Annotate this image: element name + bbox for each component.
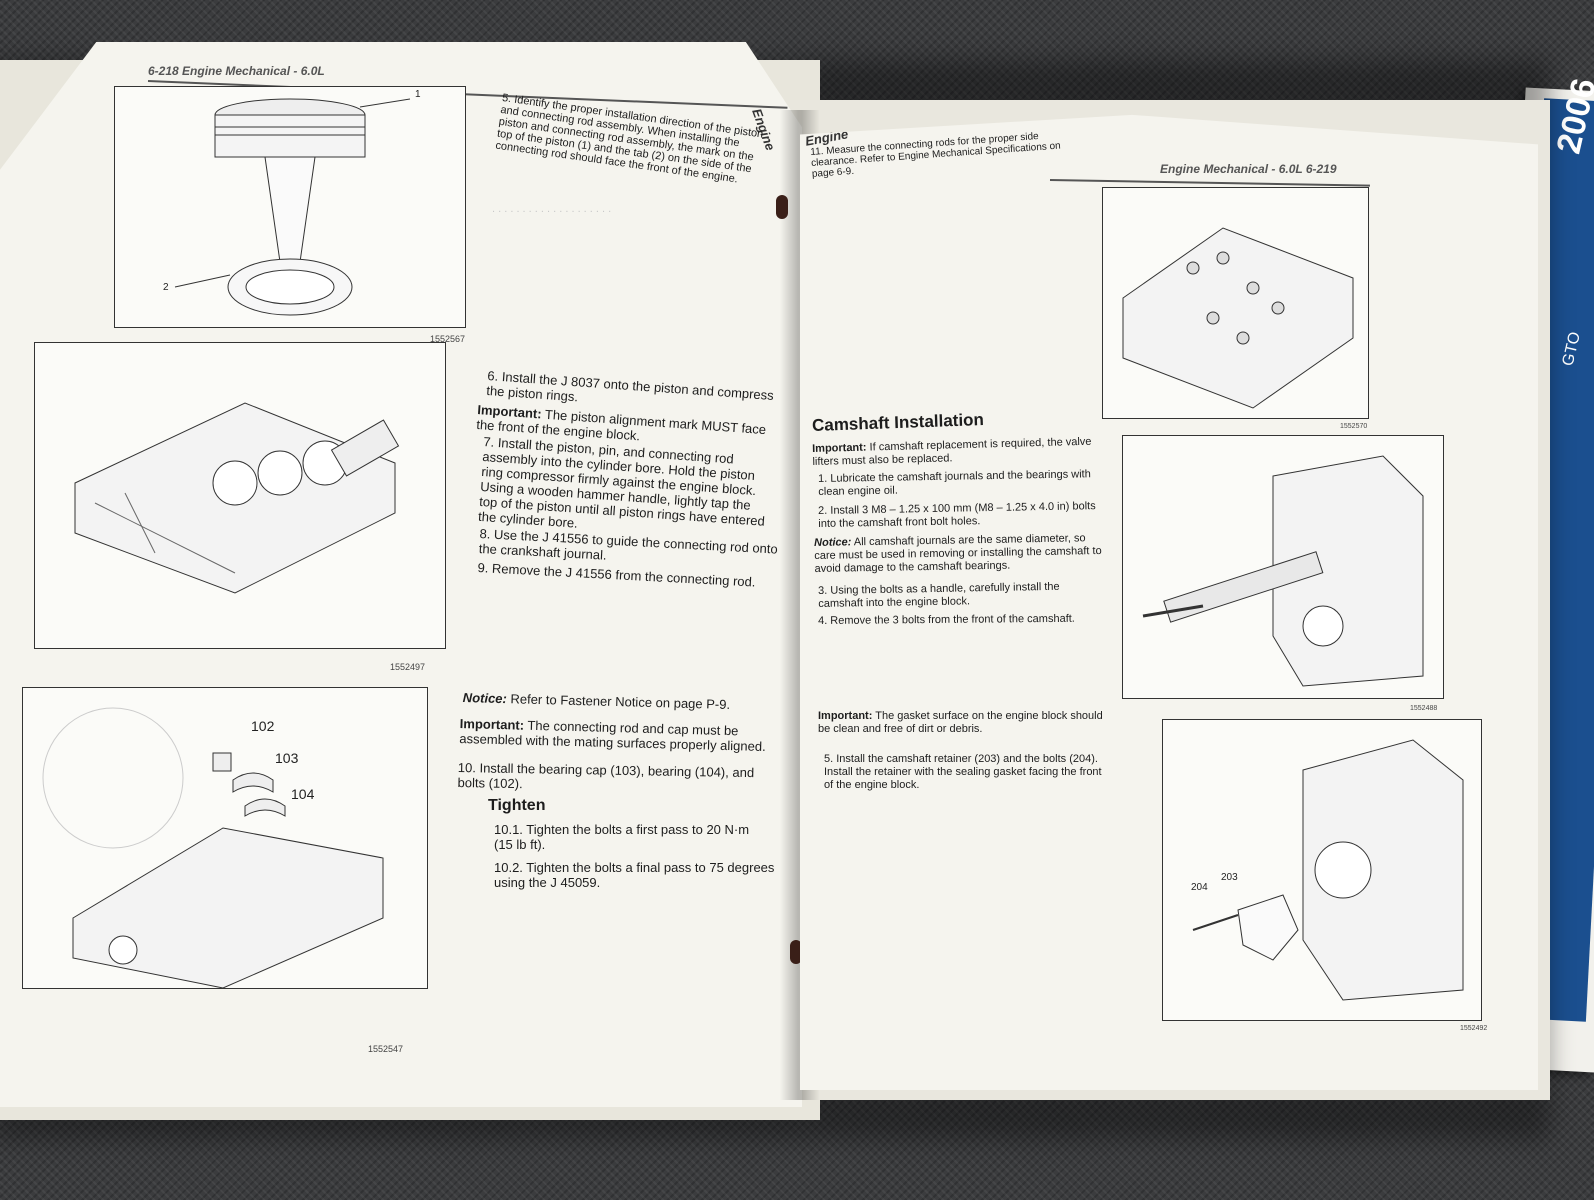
piston-rod-drawing <box>174 98 411 316</box>
right-header-rule <box>1049 179 1370 187</box>
bleed-through-text: . . . . . . . . . . . . . . . . . . . . <box>492 203 612 215</box>
left-page-header: 6-218 Engine Mechanical - 6.0L <box>148 64 325 78</box>
figure-number: 1552570 <box>1340 423 1368 430</box>
callout-104: 104 <box>291 786 315 802</box>
callout-203: 203 <box>1221 872 1238 883</box>
left-page: 6-218 Engine Mechanical - 6.0L Engine 1 … <box>0 42 802 1107</box>
binding-ring-bottom <box>790 940 802 964</box>
camshaft-drawing <box>1142 455 1424 687</box>
figure-piston-rod: 1 2 <box>114 86 466 328</box>
step-11: 11. Measure the connecting rods for the … <box>810 131 1062 180</box>
notice-label: Notice: <box>462 690 508 707</box>
important-gasket-surface: Important: The gasket surface on the eng… <box>818 710 1108 736</box>
step-5: 5. Identify the proper installation dire… <box>494 92 764 186</box>
figure-number: 1552492 <box>1460 1025 1488 1032</box>
figure-lifter-area <box>1102 187 1369 419</box>
cam-step-2: 2. Install 3 M8 – 1.25 x 100 mm (M8 – 1.… <box>818 500 1096 530</box>
crankshaft-drawing <box>42 707 384 989</box>
cam-step-5: 5. Install the camshaft retainer (203) a… <box>824 753 1102 791</box>
cam-step-3: 3. Using the bolts as a handle, carefull… <box>818 580 1060 610</box>
figure-camshaft-install <box>1122 435 1444 699</box>
lifter-valley-drawing <box>1122 227 1354 409</box>
callout-102: 102 <box>251 718 275 734</box>
right-page: Engine Engine Mechanical - 6.0L 6-219 11… <box>800 114 1538 1090</box>
notice-camshaft-journals: Notice: All camshaft journals are the sa… <box>814 532 1105 576</box>
notice-label: Notice: <box>814 536 852 549</box>
booklet-model: GTO <box>1559 330 1584 368</box>
notice-fastener: Notice: Refer to Fastener Notice on page… <box>463 690 763 713</box>
figure-number: 1552547 <box>368 1044 404 1054</box>
callout-2: 2 <box>163 282 169 293</box>
callout-204: 204 <box>1191 882 1208 893</box>
figure-number: 1552488 <box>1410 705 1438 712</box>
important-label: Important: <box>459 716 525 733</box>
important-valve-lifters: Important: If camshaft replacement is re… <box>812 435 1103 469</box>
binding-ring-top <box>776 195 788 219</box>
right-page-header: Engine Mechanical - 6.0L 6-219 <box>1160 162 1337 176</box>
figure-camshaft-retainer: 203 204 <box>1162 719 1482 1021</box>
important-rod-cap: Important: The connecting rod and cap mu… <box>459 716 780 754</box>
figure-bearing-cap: 102 103 104 <box>22 687 428 989</box>
retainer-drawing <box>1192 739 1464 1001</box>
engine-block-drawing <box>74 402 400 594</box>
callout-1: 1 <box>415 89 421 100</box>
tighten-heading: Tighten <box>488 797 546 814</box>
figure-number: 1552567 <box>430 334 466 344</box>
section-title: Camshaft Installation <box>811 410 985 435</box>
important-label: Important: <box>818 710 873 722</box>
cam-step-4: 4. Remove the 3 bolts from the front of … <box>818 612 1075 627</box>
notice-text: Refer to Fastener Notice on page P-9. <box>510 691 731 712</box>
figure-piston-install <box>34 342 446 649</box>
notice-text: All camshaft journals are the same diame… <box>814 532 1102 575</box>
important-text: The gasket surface on the engine block s… <box>818 710 1103 735</box>
cam-step-1: 1. Lubricate the camshaft journals and t… <box>818 468 1091 498</box>
step-10-1: 10.1. Tighten the bolts a first pass to … <box>494 822 750 852</box>
callout-103: 103 <box>275 750 299 766</box>
step-10-2: 10.2. Tighten the bolts a final pass to … <box>494 860 775 890</box>
important-label: Important: <box>812 441 867 455</box>
step-10: 10. Install the bearing cap (103), beari… <box>457 760 755 792</box>
figure-number: 1552497 <box>390 662 426 672</box>
